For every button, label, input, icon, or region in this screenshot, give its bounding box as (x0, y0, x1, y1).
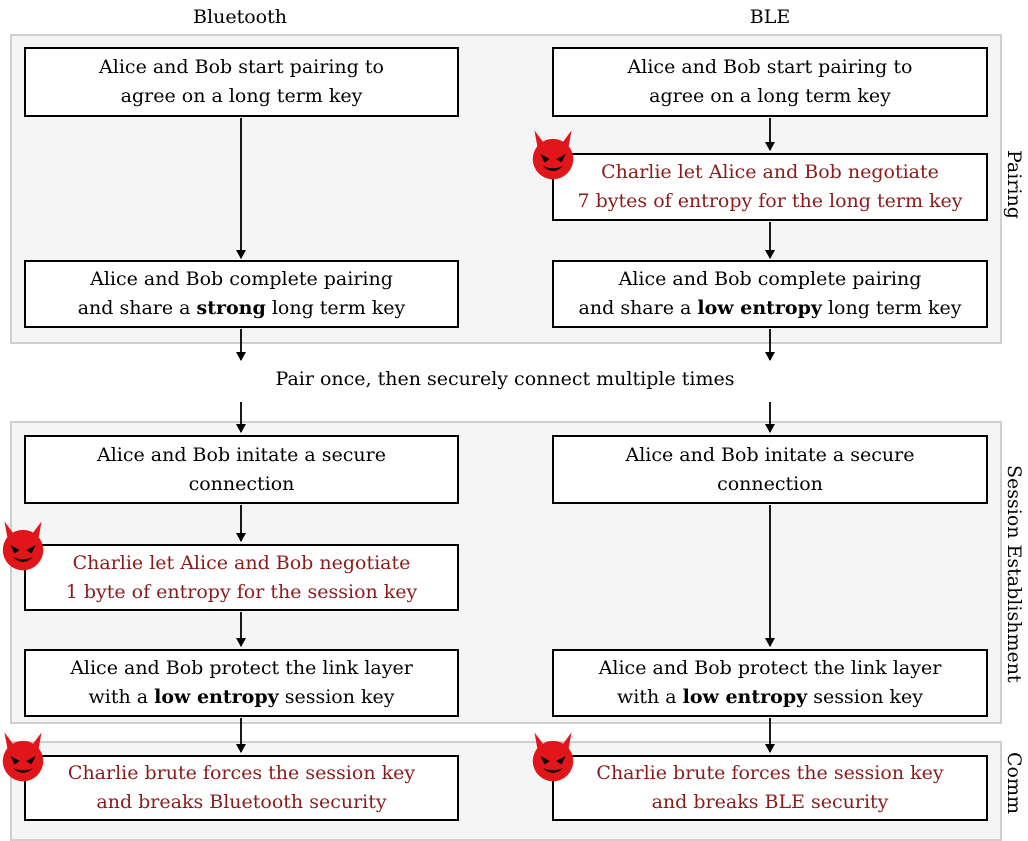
box-line: and breaks BLE security (651, 791, 889, 813)
box-line: Alice and Bob complete pairing (618, 268, 922, 290)
box-line: agree on a long term key (120, 85, 363, 107)
emphasis-low-entropy: low entropy (682, 686, 808, 708)
left-start-pairing-box: Alice and Bob start pairing to agree on … (24, 47, 459, 117)
devil-face-icon (532, 732, 574, 782)
text-part: session key (807, 686, 923, 708)
text-part: with a (616, 686, 683, 708)
right-protect-box: Alice and Bob protect the link layer wit… (552, 649, 988, 717)
box-line: Charlie brute forces the session key (67, 762, 416, 784)
devil-face-icon (532, 130, 574, 180)
text-part: session key (278, 686, 395, 708)
phase-label-pairing: Pairing (1003, 150, 1025, 219)
box-line: Charlie let Alice and Bob negotiate (72, 551, 411, 574)
box-line: 7 bytes of entropy for the long term key (577, 190, 963, 212)
left-negotiate-box: Charlie let Alice and Bob negotiate 1 by… (24, 544, 459, 611)
box-line: connection (717, 472, 823, 495)
devil-face-icon (2, 521, 44, 571)
devil-face-icon (2, 732, 44, 782)
box-line: Alice and Bob start pairing to (627, 56, 913, 78)
pair-once-caption: Pair once, then securely connect multipl… (275, 368, 735, 390)
box-line: connection (188, 472, 295, 495)
left-brute-force-box: Charlie brute forces the session key and… (24, 755, 459, 821)
emphasis-low-entropy: low entropy (697, 297, 822, 319)
box-line: and breaks Bluetooth security (96, 791, 387, 813)
box-line: Alice and Bob protect the link layer (70, 657, 413, 679)
box-line: with a low entropy session key (88, 683, 394, 712)
box-line: agree on a long term key (649, 85, 891, 107)
text-part: and share a (578, 297, 698, 319)
text-part: and share a (77, 297, 197, 319)
emphasis-low-entropy: low entropy (154, 686, 279, 708)
column-header-bluetooth: Bluetooth (193, 6, 287, 28)
right-negotiate-box: Charlie let Alice and Bob negotiate 7 by… (552, 153, 988, 221)
box-line: and share a strong long term key (78, 294, 406, 323)
right-complete-pairing-box: Alice and Bob complete pairing and share… (552, 260, 988, 328)
emphasis-strong: strong (196, 297, 266, 319)
column-header-ble: BLE (749, 6, 791, 28)
box-line: and share a low entropy long term key (579, 294, 962, 323)
right-start-pairing-box: Alice and Bob start pairing to agree on … (552, 47, 988, 117)
right-initiate-box: Alice and Bob initate a secure connectio… (552, 435, 988, 504)
box-line: Alice and Bob start pairing to (99, 56, 384, 78)
left-protect-box: Alice and Bob protect the link layer wit… (24, 649, 459, 717)
phase-label-comm: Comm (1003, 752, 1025, 815)
box-line: Charlie let Alice and Bob negotiate (601, 161, 939, 183)
box-line: Alice and Bob initate a secure (625, 443, 915, 466)
right-brute-force-box: Charlie brute forces the session key and… (552, 755, 988, 821)
box-line: Alice and Bob protect the link layer (598, 657, 942, 679)
left-initiate-box: Alice and Bob initate a secure connectio… (24, 435, 459, 504)
text-part: long term key (821, 297, 962, 319)
text-part: with a (88, 686, 155, 708)
box-line: Alice and Bob complete pairing (90, 268, 393, 290)
box-line: with a low entropy session key (617, 683, 923, 712)
box-line: Charlie brute forces the session key (596, 762, 944, 784)
box-line: Alice and Bob initate a secure (96, 443, 386, 466)
box-line: 1 byte of entropy for the session key (65, 580, 418, 603)
phase-label-session: Session Establishment (1003, 465, 1025, 683)
text-part: long term key (265, 297, 406, 319)
left-complete-pairing-box: Alice and Bob complete pairing and share… (24, 260, 459, 328)
